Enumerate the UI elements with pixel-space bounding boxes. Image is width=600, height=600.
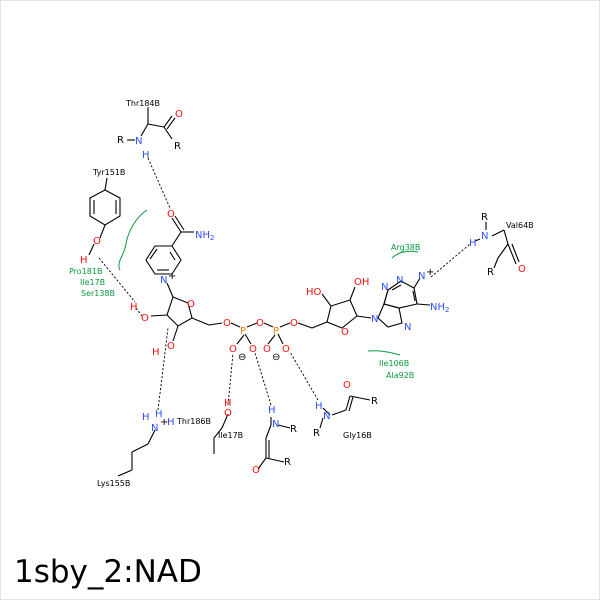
residue-labels: Thr184B Tyr151B Pro181B Ile17B Ser138B A… [69,99,534,488]
atom-n-val64: N [481,231,488,242]
atom-n9-adenine: N [371,314,378,325]
atom-plus-adenine: + [426,267,434,278]
atom-r-thr184-a: R [117,135,124,146]
nad-bonds [145,215,431,345]
atom-h-thr184: H [142,150,150,161]
label-ala92: Ala92B [386,371,414,380]
atom-o-thr184: O [175,109,183,120]
atom-n-thr184: N [135,136,142,147]
hydrophobic-arc-ile106 [367,350,401,356]
hbond-ile17-phosphate [254,352,272,406]
atom-o-ribose-ring: O [187,299,195,310]
atom-n7-adenine: N [404,322,411,333]
atom-r-ile17-b: R [284,457,291,468]
atom-h-lys155-b: H [155,409,163,420]
atom-r-val64-b: R [487,267,494,278]
hbond-ribose-oh-link [135,307,143,317]
atom-o-beta-b: O [282,344,290,355]
label-thr184: Thr184B [125,99,160,108]
atom-o-ribose-o3: O [167,341,175,352]
atom-n3-adenine: N [381,282,388,293]
atom-labels: O R N H R O H O NH2 N + O H O H O O P O … [80,109,526,476]
hbond-arg38-adenine [430,243,471,278]
label-ile17: Ile17B [218,431,243,440]
atom-o-p-link: O [290,318,298,329]
hydrophobic-arc-arg38 [391,250,419,259]
atom-n-pyridinium: N [160,275,167,286]
atom-o-ribose-o2: O [141,313,149,324]
atom-nh2-carboxamide: NH2 [195,230,214,242]
atom-r-ile17-a: R [290,424,297,435]
label-ile17-hydrophobic: Ile17B [80,278,105,287]
label-gly16: Gly16B [343,431,372,440]
label-arg38: Arg38B [391,243,420,252]
atom-o-adenosine-ring: O [341,327,349,338]
atom-n-adenine-top: N [396,275,403,286]
hbond-thr184-amide [147,157,171,209]
label-ser138: Ser138B [81,289,115,298]
atom-o-beta-a: O [263,344,271,355]
hydrophobic-arc-pro181 [118,209,148,271]
figure-caption: 1sby_2:NAD [14,554,202,590]
atom-o-tyr151: O [93,236,101,247]
atom-r-gly16-a: R [313,428,320,439]
atom-plus-pyridinium: + [168,271,176,282]
hbond-lines [98,157,471,411]
atom-h-thr186: H [224,398,232,409]
label-val64: Val64B [506,221,534,230]
residue-bonds [88,107,520,477]
hbond-thr186-phosphate [227,352,234,406]
atom-p-beta: P [273,326,279,337]
atom-ho-adenosine: HO [306,287,322,298]
label-lys155: Lys155B [97,479,130,488]
atom-o-bridge: O [256,318,264,329]
atom-o-carboxamide: O [167,209,175,220]
label-tyr151: Tyr151B [92,168,125,177]
atom-h-ribose-o3: H [152,347,160,358]
atom-h-val64: H [469,238,477,249]
atom-o-alpha-b: O [249,344,257,355]
label-thr186: Thr186B [176,417,211,426]
label-ile106: Ile106B [379,359,409,368]
atom-h-tyr151: H [80,255,88,266]
atom-p-alpha: P [240,326,246,337]
atom-n-ile17: N [272,419,279,430]
atom-nh2-adenine: NH2 [430,302,449,314]
atom-h-ile17: H [268,405,276,416]
atom-o-gly16: O [343,380,351,391]
atom-n-gly16: N [323,411,330,422]
hbond-tyr151-ribose [98,257,136,303]
atom-o-val64: O [518,264,526,275]
hbond-lys155-ribose [157,327,169,411]
hbond-gly16-phosphate [289,351,319,401]
atom-o-ribose-o5: O [223,318,231,329]
atom-minus-alpha: ⊖ [238,352,246,363]
atom-h-lys155-c: H [167,417,175,428]
atom-n1-adenine: N [418,271,425,282]
atom-r-val64-a: R [481,212,488,223]
atom-r-gly16-b: R [371,396,378,407]
atom-h-lys155-a: H [142,412,150,423]
atom-h-gly16: H [315,401,323,412]
atom-o-alpha-a: O [229,344,237,355]
atom-o-ile17: O [252,465,260,476]
atom-r-thr184-b: R [174,141,181,152]
atom-h-ribose-o2: H [130,302,138,313]
label-pro181: Pro181B [69,267,102,276]
hydrophobic-arcs [118,209,419,356]
atom-oh-adenosine: OH [354,277,369,288]
atom-minus-beta: ⊖ [272,352,280,363]
atom-o-thr186: O [224,408,232,419]
atom-plus-lys155: + [160,417,168,428]
atom-n-lys155: N [151,423,158,434]
